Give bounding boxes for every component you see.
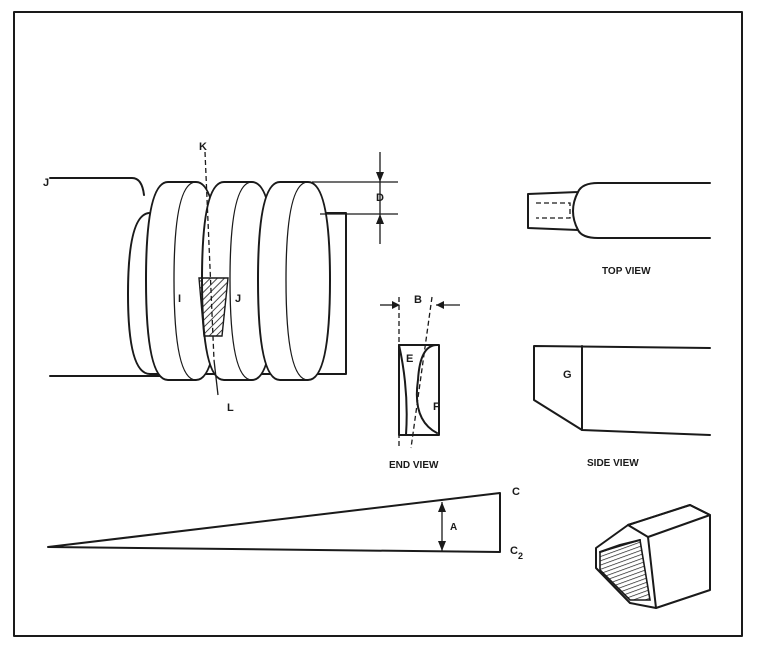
tool-bit-isometric [595, 504, 711, 609]
label-end-view: END VIEW [389, 460, 439, 471]
threaded-shaft [49, 151, 398, 396]
label-l: L [227, 402, 234, 414]
tool-top-view [527, 182, 711, 239]
label-side-view: SIDE VIEW [587, 458, 639, 469]
label-c2: C2 [510, 545, 523, 561]
wedge-angle-diagram [47, 492, 501, 553]
thread-ring-edge [229, 181, 253, 381]
tool-end-view [380, 296, 460, 449]
leader-l [213, 359, 219, 396]
tool-side-view [533, 345, 711, 436]
label-angle: A [450, 522, 457, 533]
centerline-k-l [204, 151, 215, 361]
label-g: G [563, 369, 572, 381]
thread-front-rings [145, 181, 331, 381]
label-top-view: TOP VIEW [602, 266, 651, 277]
shaft-top-edge [49, 177, 145, 196]
label-k: K [199, 141, 207, 153]
dimension-d-arrow-top [376, 172, 384, 182]
label-d: D [376, 192, 384, 204]
label-b: B [414, 294, 422, 306]
label-e: E [406, 353, 413, 365]
label-f: F [433, 401, 440, 413]
thread-ring-edge [173, 181, 197, 381]
label-j-thread: J [235, 293, 241, 305]
label-i: I [178, 293, 181, 305]
label-j-shaft: J [43, 177, 49, 189]
frame-border [13, 11, 743, 637]
tool-bit-hatched-section [198, 277, 229, 337]
label-c: C [512, 486, 520, 498]
thread-ring-edge [285, 181, 309, 381]
dimension-d-arrow-bottom [376, 214, 384, 224]
